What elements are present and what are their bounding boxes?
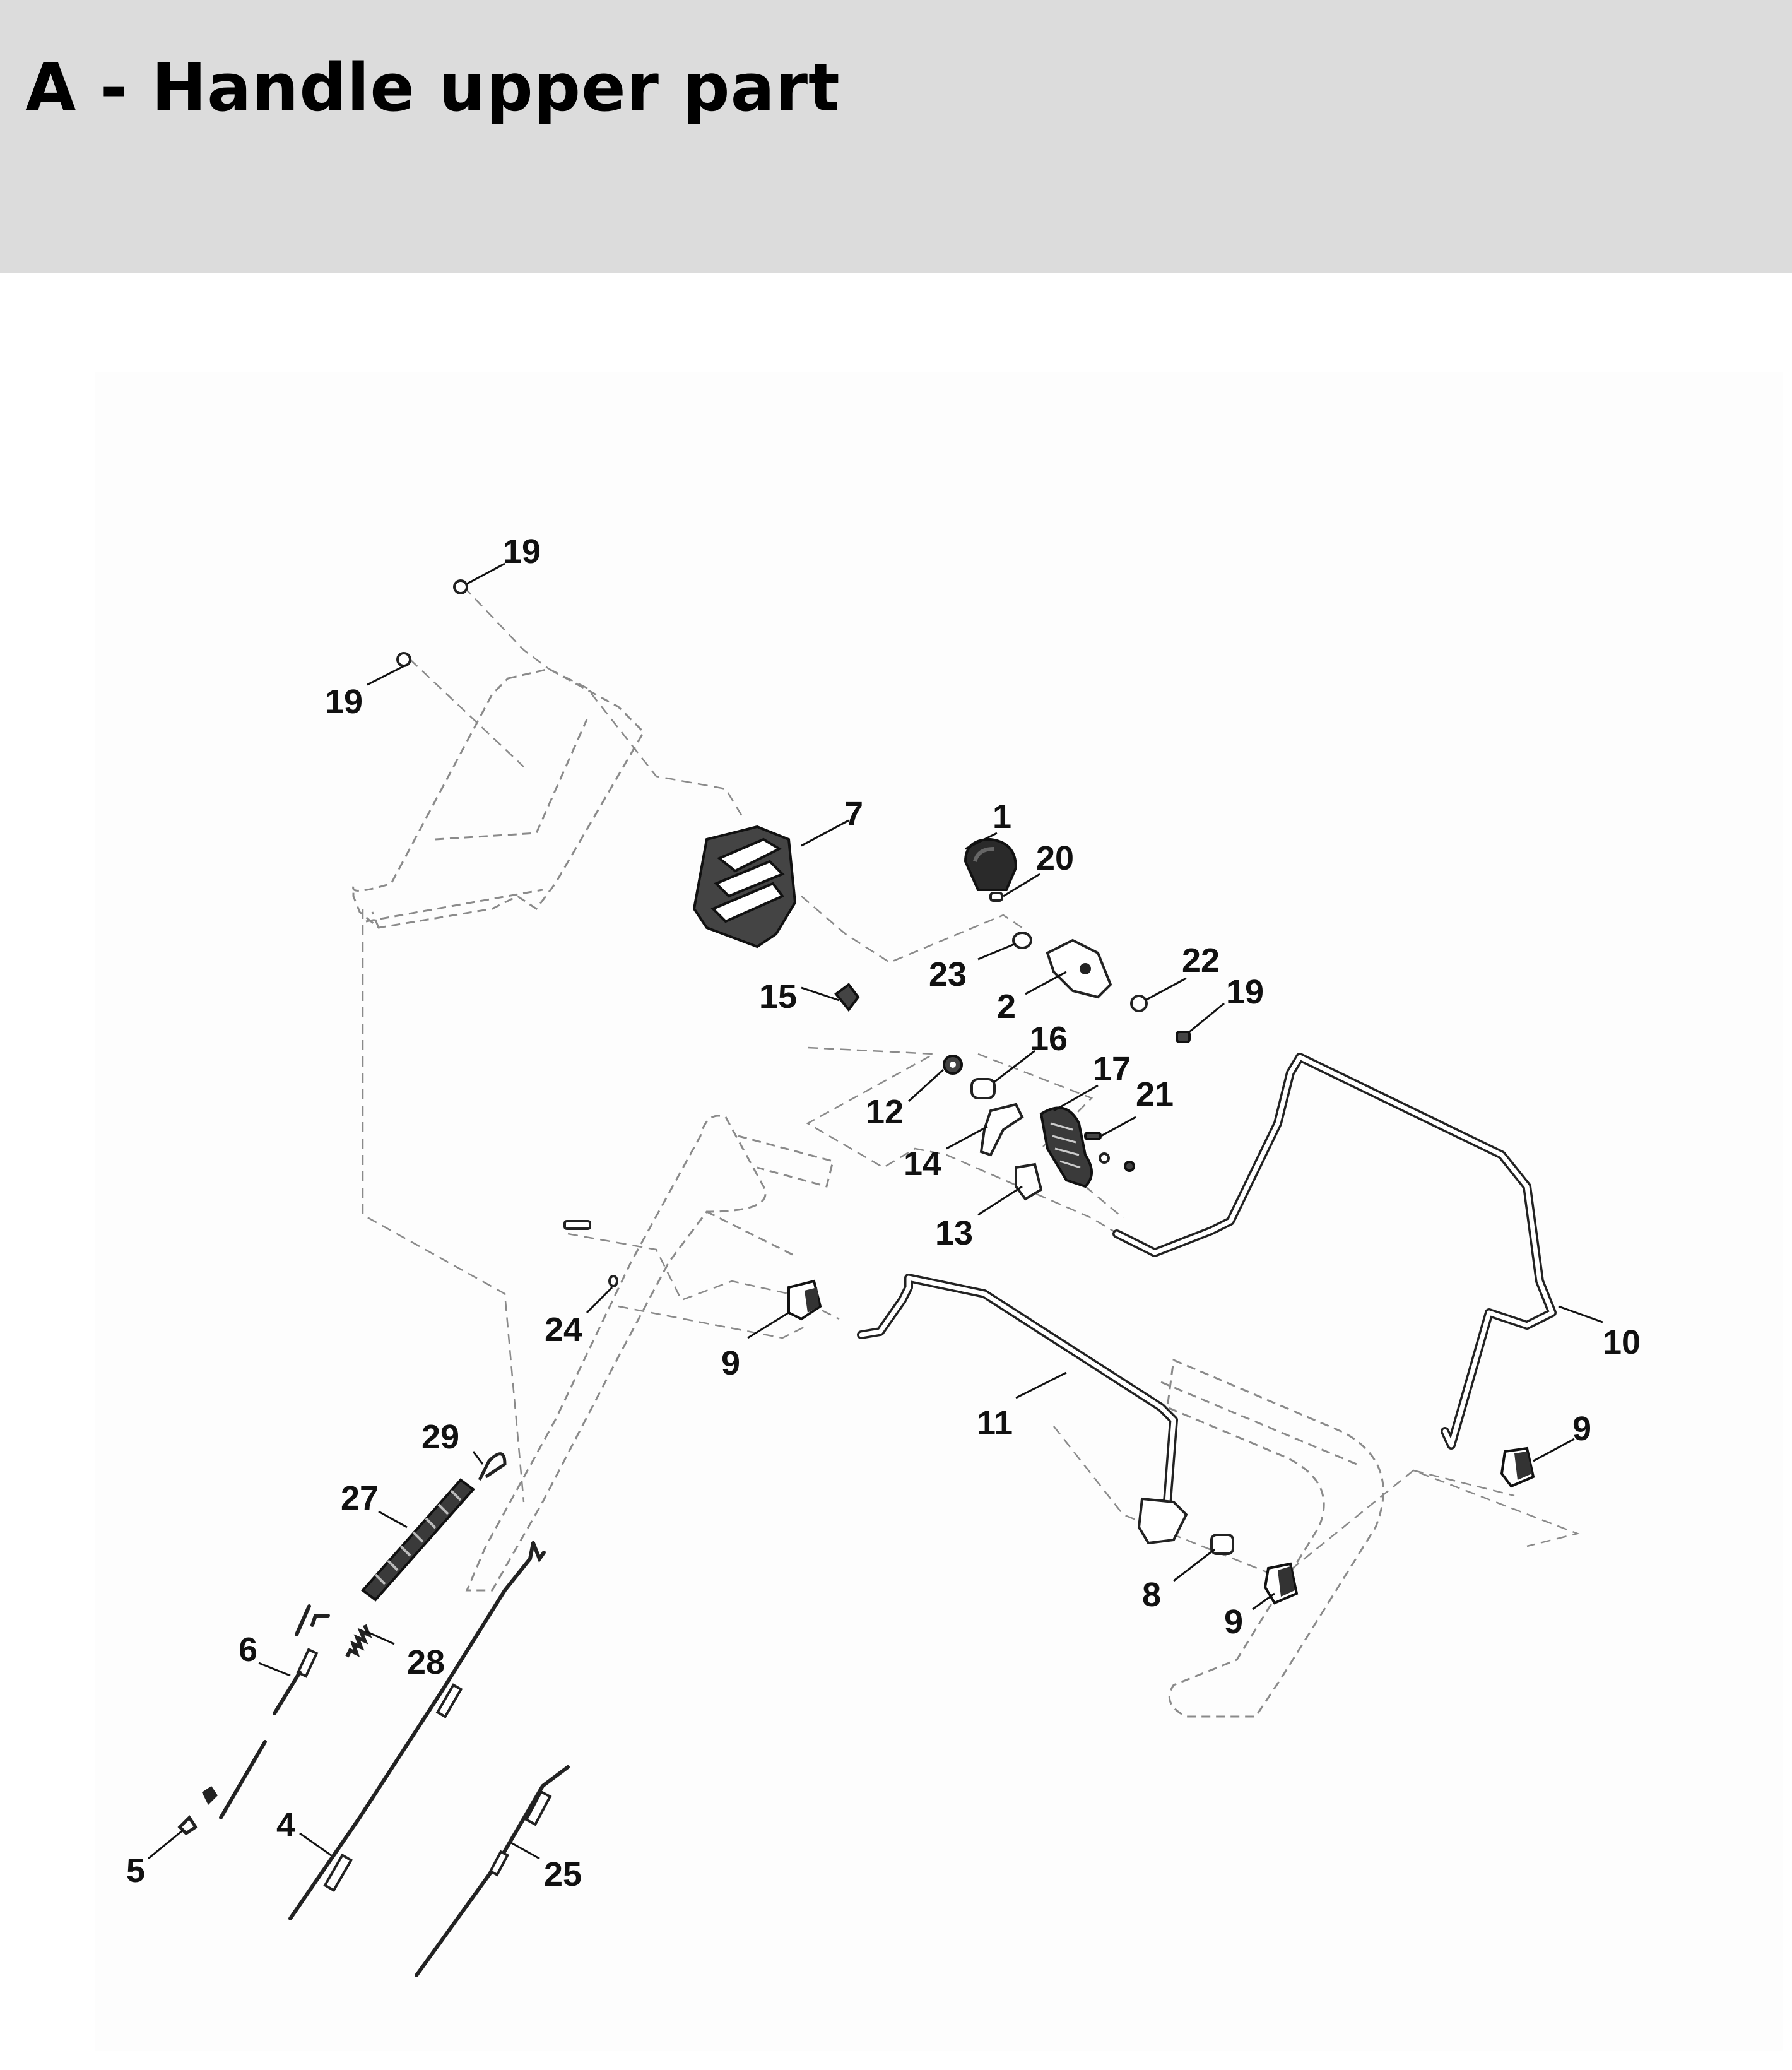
callout-9: 9 (721, 1344, 740, 1382)
callout-19: 19 (503, 533, 541, 571)
part-1-knob (964, 837, 1018, 891)
part-23-washer (1012, 932, 1032, 949)
part-21-screws (1084, 1132, 1135, 1172)
callout-labels: 19 19 7 1 20 15 23 2 22 19 16 12 17 21 1… (126, 533, 1641, 1893)
callout-10: 10 (1603, 1323, 1641, 1361)
callout-8: 8 (1142, 1576, 1161, 1614)
part-13-clip (1015, 1162, 1043, 1201)
part-16-bushing (970, 1078, 996, 1099)
callout-11: 11 (977, 1404, 1013, 1442)
diagram-panel (95, 372, 1783, 2051)
callout-17: 17 (1093, 1050, 1131, 1088)
part-7-control-bracket (692, 825, 797, 949)
part-12-nut (943, 1055, 963, 1075)
ghost-handle-tube-left (465, 1115, 767, 1592)
part-19-screw-right (1176, 1031, 1191, 1043)
callout-24: 24 (545, 1311, 582, 1349)
callout-22: 22 (1182, 942, 1220, 979)
part-28-spring (345, 1624, 372, 1658)
ghost-handle-tube-right (1166, 1358, 1384, 1718)
callout-29: 29 (421, 1418, 459, 1456)
part-9-bushing-a (787, 1279, 822, 1321)
part-14-lever-arm (979, 1103, 1024, 1157)
part-19-screw-top (396, 579, 468, 667)
ghost-console-housing (352, 668, 645, 929)
callout-27: 27 (341, 1479, 379, 1517)
callout-6: 6 (239, 1631, 257, 1669)
leader-lines (148, 562, 1603, 1860)
callout-7: 7 (844, 795, 863, 833)
part-20-screw (989, 892, 1003, 902)
part-15-clip (834, 983, 860, 1012)
part-2-lever (1046, 938, 1112, 999)
callout-28: 28 (407, 1643, 445, 1681)
callout-2: 2 (997, 988, 1016, 1026)
ghost-outlines (352, 586, 1581, 1718)
part-9-bushing-b (1500, 1446, 1535, 1488)
part-27-sleeve (361, 1478, 475, 1602)
part-4-cable (288, 1541, 546, 1920)
part-17-grip-lever (1039, 1106, 1093, 1188)
callout-9: 9 (1572, 1410, 1591, 1448)
callout-25: 25 (544, 1855, 582, 1893)
part-5-connector (177, 1740, 267, 1836)
callout-15: 15 (759, 978, 797, 1015)
part-6-cable-end (273, 1604, 330, 1715)
callout-5: 5 (126, 1852, 145, 1890)
callout-20: 20 (1036, 839, 1074, 877)
callout-1: 1 (993, 798, 1011, 836)
part-10-bail (1112, 1053, 1557, 1450)
part-22-washer (1130, 995, 1148, 1012)
callout-19: 19 (1226, 973, 1264, 1011)
callout-16: 16 (1030, 1020, 1068, 1058)
callout-23: 23 (929, 955, 967, 993)
part-29-hook (478, 1452, 507, 1481)
callout-9: 9 (1224, 1603, 1243, 1641)
callout-4: 4 (276, 1806, 295, 1844)
page-title: A - Handle upper part (25, 49, 840, 126)
callout-14: 14 (904, 1145, 941, 1183)
callout-21: 21 (1136, 1075, 1174, 1113)
callout-12: 12 (866, 1093, 904, 1131)
part-9-bushing-c (1263, 1562, 1299, 1605)
callout-13: 13 (935, 1214, 973, 1252)
part-8-spacer (1210, 1534, 1234, 1555)
part-24-bolt (563, 1220, 618, 1287)
part-25-cable (415, 1765, 570, 1977)
callout-19: 19 (325, 683, 363, 721)
part-11-bail-rod (857, 1274, 1188, 1545)
page-header: A - Handle upper part (0, 0, 1792, 273)
